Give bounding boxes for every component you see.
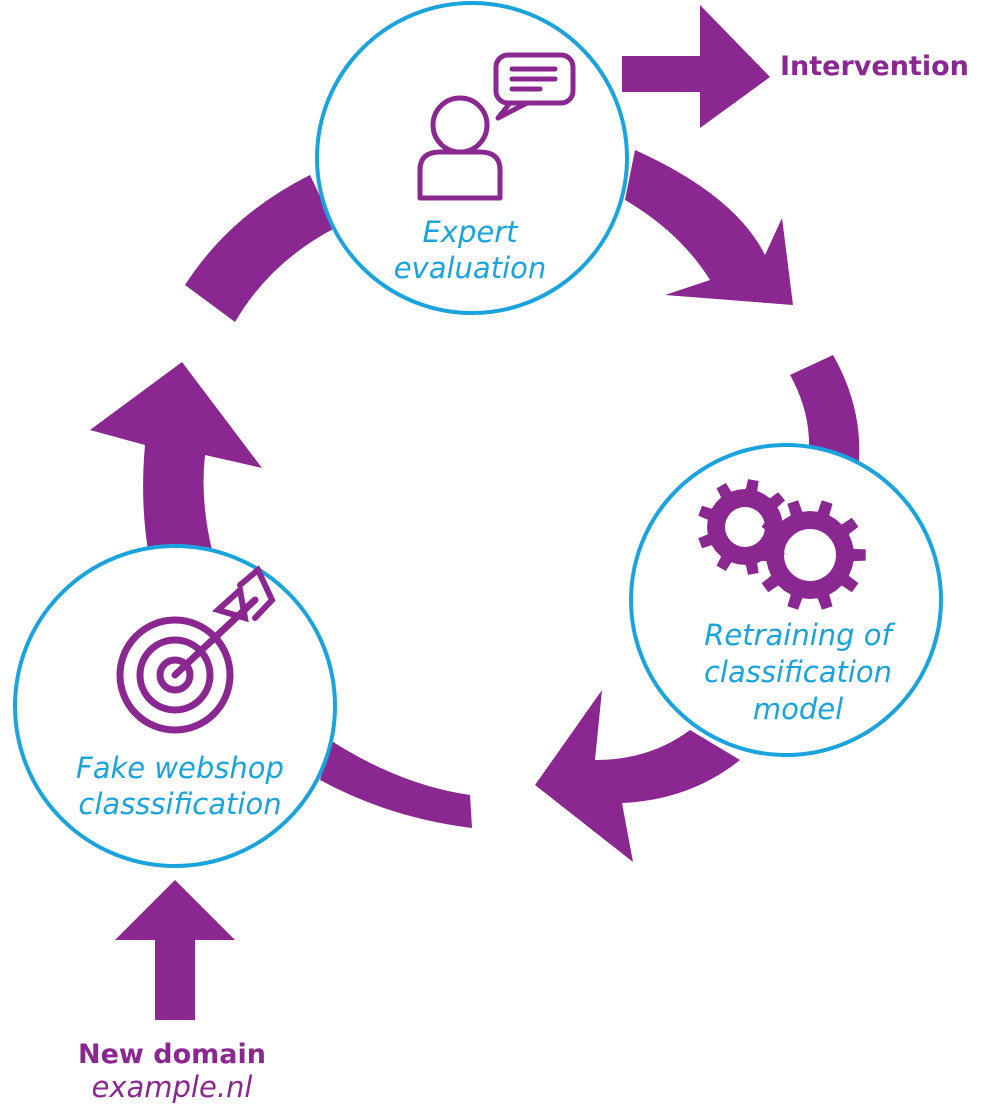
intervention-arrow [622, 5, 770, 128]
arc-fake-to-expert [320, 740, 472, 828]
input-title: New domain [78, 1039, 266, 1070]
fake-label-line2: classsification [78, 787, 281, 821]
fake-node-circle [13, 544, 337, 868]
arc-fake-to-expert-up [90, 362, 262, 550]
expert-label-line2: evaluation [394, 251, 547, 285]
retraining-label-line1: Retraining of [704, 618, 895, 652]
input-example: example.nl [92, 1070, 253, 1104]
arc-retraining-to-fake-tail [535, 690, 740, 862]
fake-label-line1: Fake webshop [76, 751, 284, 785]
intervention-label: Intervention [780, 51, 969, 82]
expert-label-line1: Expert [422, 215, 519, 249]
arc-fake-to-expert-top [185, 175, 335, 322]
retraining-label-line2: classification [704, 655, 892, 689]
target-icon [116, 565, 276, 734]
retraining-label-line3: model [753, 692, 843, 726]
gears-icon [698, 479, 866, 610]
person-speech-icon [417, 52, 576, 201]
input-arrow [115, 880, 235, 1020]
arc-expert-to-retraining [625, 150, 793, 305]
